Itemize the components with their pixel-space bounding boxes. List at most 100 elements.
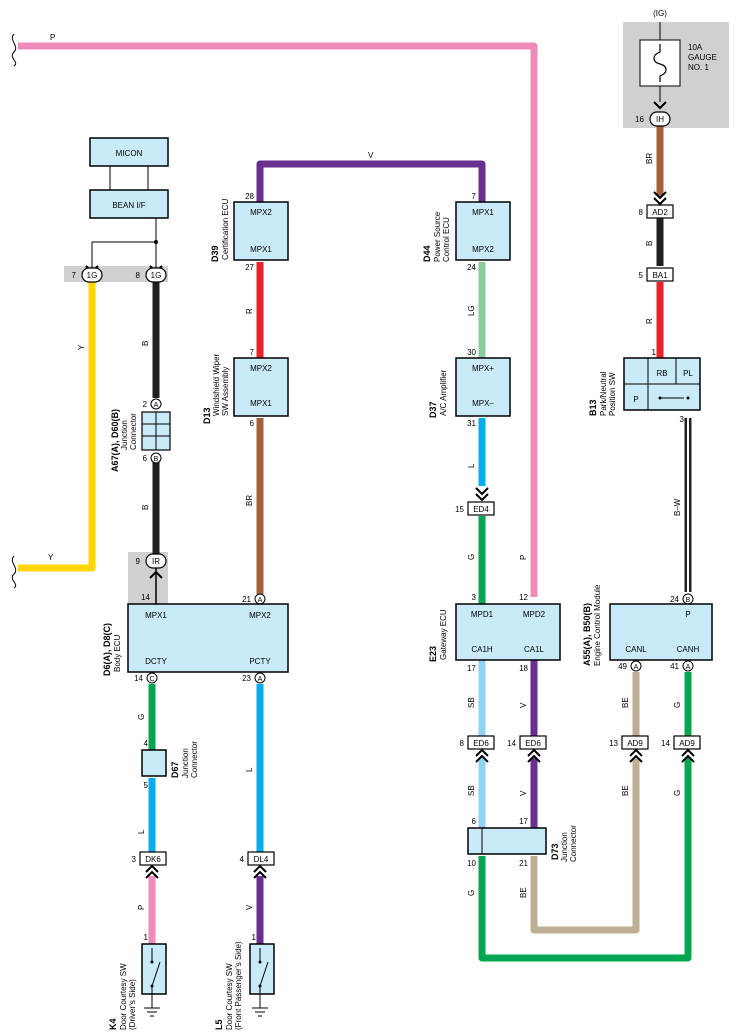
d67-code: D67 [170,761,180,778]
wire-pink-top [18,42,538,597]
svg-text:17: 17 [519,817,528,826]
wire-beige-loop [530,758,640,934]
svg-text:AD2: AD2 [652,208,668,217]
svg-text:MPX+: MPX+ [472,364,494,373]
body-ecu: A 21 MPX1 MPX2 DCTY PCTY C 14 A 23 D6(A)… [102,593,289,684]
wire-violet-top [256,160,486,202]
label-v-top2: V [519,702,528,708]
label-g-dcty: G [137,714,146,720]
svg-text:30: 30 [467,348,476,357]
svg-text:MPX2: MPX2 [472,245,494,254]
bean-label: BEAN I/F [112,201,145,210]
svg-text:5: 5 [144,781,149,790]
label-b-jc: B [141,505,150,510]
label-g-bot: G [673,790,682,796]
svg-text:ED6: ED6 [473,739,489,748]
wiper-sw-code: D13 [202,407,212,424]
svg-text:15: 15 [455,505,464,514]
svg-text:8: 8 [639,208,644,217]
label-g-top: G [673,702,682,708]
conn-1g-right-pin: 8 [136,271,141,280]
svg-text:P: P [633,395,638,404]
gateway-ecu: MPD1 MPD2 CA1H CA1L 3 12 17 18 E23 Gatew… [428,593,561,673]
svg-text:3: 3 [680,415,685,424]
svg-text:AD9: AD9 [679,739,695,748]
conn-1g-right-code: 1G [151,271,162,280]
wire-break-bottom [11,555,17,589]
label-lg-pwr: LG [467,305,476,316]
connector-ih: IH 16 [635,101,671,127]
svg-text:24: 24 [467,263,476,272]
svg-text:A: A [634,664,639,671]
svg-text:21: 21 [519,859,528,868]
svg-text:DK6: DK6 [145,855,161,864]
svg-text:Junction: Junction [560,832,569,862]
conn-1g-left-pin: 7 [72,271,77,280]
ac-amp-code: D37 [428,401,438,418]
label-be-d73: BE [519,887,528,898]
connector-1g-left: 1G 7 [72,265,103,283]
svg-text:A: A [258,676,263,683]
label-b-1g: B [141,341,150,346]
svg-text:18: 18 [519,664,528,673]
door-courtesy-sw-passenger: 1 L5 Door Courtesy SW (Front Passenger’s… [214,933,275,1030]
svg-text:13: 13 [609,739,618,748]
svg-text:PCTY: PCTY [249,657,271,666]
svg-text:Connector: Connector [569,825,578,862]
connector-ed6-left: ED6 8 [460,735,495,763]
connector-1g-right: 1G 8 [136,265,167,283]
svg-text:A: A [258,597,263,604]
svg-text:1: 1 [252,933,257,942]
svg-text:A: A [154,402,159,409]
svg-text:1: 1 [144,933,149,942]
svg-text:MPD2: MPD2 [523,610,546,619]
connector-ir: IR 9 14 [136,553,167,604]
svg-text:8: 8 [460,739,465,748]
fuse-number: NO. 1 [688,63,709,72]
svg-text:Certification ECU: Certification ECU [221,198,230,260]
svg-text:31: 31 [467,419,476,428]
svg-text:DL4: DL4 [254,855,269,864]
splice-dot [154,240,158,244]
svg-text:4: 4 [240,855,245,864]
svg-text:MPX1: MPX1 [472,208,494,217]
label-bw-park: B–W [673,498,682,516]
micon-label: MICON [116,149,143,158]
svg-text:Door Courtesy SW: Door Courtesy SW [225,963,234,1030]
svg-text:Engine Control Module: Engine Control Module [593,584,602,666]
door-courtesy-sw-driver: 1 K4 Door Courtesy SW (Driver’s Side) [108,933,167,1030]
svg-text:MPX2: MPX2 [250,208,272,217]
svg-text:ED6: ED6 [525,739,541,748]
label-be-top: BE [621,697,630,708]
svg-text:24: 24 [670,595,679,604]
svg-text:Junction: Junction [181,748,190,778]
svg-text:Position SW: Position SW [608,372,617,416]
svg-text:5: 5 [639,271,644,280]
conn-1g-left-code: 1G [87,271,98,280]
svg-text:3: 3 [472,593,477,602]
label-r-cert: R [245,308,254,314]
svg-text:Gateway ECU: Gateway ECU [439,609,448,660]
svg-text:MPX2: MPX2 [249,611,271,620]
svg-text:Park/Neutral: Park/Neutral [599,371,608,416]
svg-text:21: 21 [242,595,251,604]
label-br-fuse: BR [645,153,654,164]
svg-text:DCTY: DCTY [145,657,167,666]
svg-text:7: 7 [250,348,255,357]
svg-text:ED4: ED4 [473,505,489,514]
power-ecu-code: D44 [422,245,432,262]
svg-text:MPD1: MPD1 [471,610,494,619]
label-p-top: P [50,33,55,42]
svg-text:6: 6 [472,817,477,826]
connector-ad2: AD2 8 [639,191,674,219]
svg-text:6: 6 [143,454,148,463]
svg-text:Control ECU: Control ECU [442,217,451,262]
junction-d73: 6 17 10 21 D73 Junction Connector [467,817,578,868]
svg-text:7: 7 [472,192,477,201]
label-sb-top: SB [467,697,476,708]
d73-code: D73 [550,843,560,860]
connector-ad9-right: AD9 14 [661,735,701,763]
label-p-k4: P [137,905,146,910]
svg-text:14: 14 [507,739,516,748]
